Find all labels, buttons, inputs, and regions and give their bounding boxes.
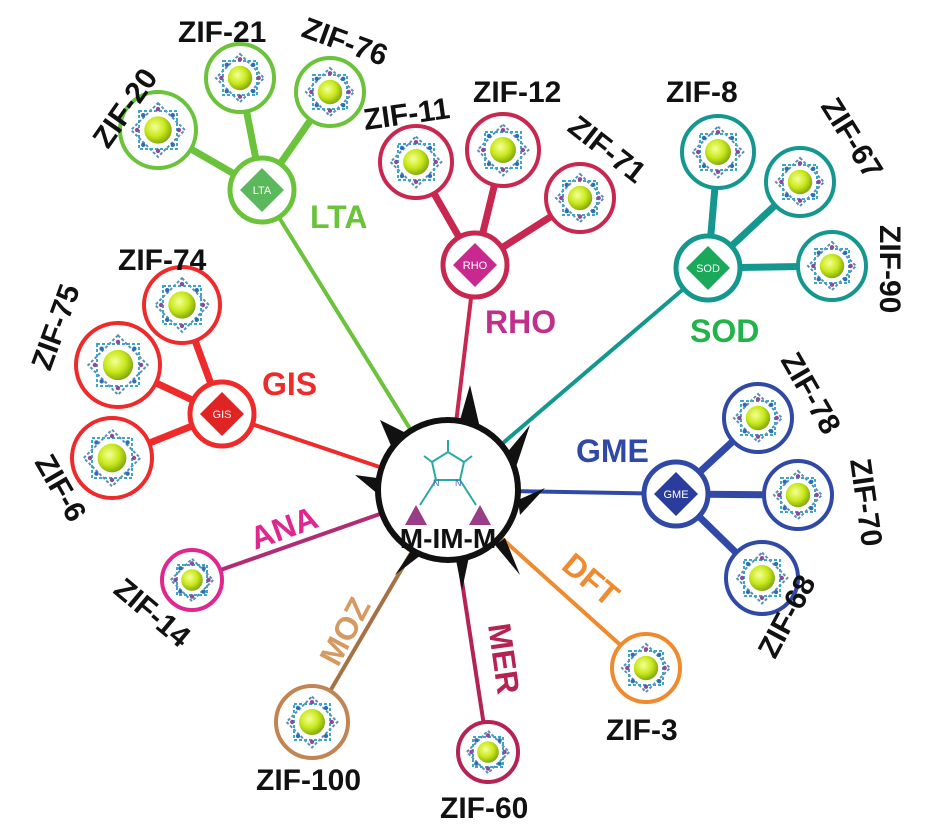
topology-label-gis: GIS — [262, 366, 317, 402]
zif-structure-zif-78 — [722, 382, 794, 454]
topology-label-dft: DFT — [556, 546, 627, 614]
central-hub: N N M-IM-M — [375, 417, 521, 563]
zif-structure-zif-3 — [610, 632, 682, 704]
zif-structure-zif-90 — [796, 230, 868, 302]
topology-label-rho: RHO — [485, 304, 556, 340]
zif-structure-zif-71 — [544, 162, 616, 234]
metal-triangle-right — [469, 505, 491, 525]
zif-structure-zif-100 — [274, 684, 350, 760]
zif-structure-zif-76 — [294, 56, 366, 128]
topology-node-rho: RHO — [440, 230, 510, 300]
zif-structure-nodes — [70, 42, 868, 784]
zif-structure-zif-14 — [160, 548, 224, 612]
topology-label-lta: LTA — [310, 199, 367, 235]
zif-structure-zif-12 — [465, 112, 541, 188]
zif-structure-zif-11 — [378, 124, 454, 200]
zif-structure-zif-60 — [456, 720, 520, 784]
zif-structure-zif-67 — [764, 146, 836, 218]
topology-label-moz: MOZ — [312, 592, 377, 672]
topology-label-gme: GME — [576, 433, 649, 469]
topology-node-sod: SOD — [673, 233, 743, 303]
svg-text:RHO: RHO — [463, 260, 488, 272]
zif-structure-zif-8 — [680, 114, 756, 190]
svg-text:LTA: LTA — [253, 185, 272, 197]
topology-node-lta: LTA — [227, 155, 297, 225]
zif-label-zif-100: ZIF-100 — [256, 764, 361, 797]
topology-label-sod: SOD — [690, 313, 759, 349]
zif-structure-zif-74 — [142, 265, 222, 345]
zif-structure-zif-75 — [74, 321, 162, 409]
svg-text:N: N — [433, 478, 440, 488]
svg-text:N: N — [455, 478, 462, 488]
zif-label-zif-3: ZIF-3 — [606, 714, 678, 747]
topology-node-gme: GME — [641, 459, 711, 529]
svg-text:GME: GME — [663, 489, 688, 501]
zif-label-zif-70: ZIF-70 — [843, 456, 888, 548]
zif-structure-zif-70 — [762, 459, 834, 531]
svg-text:GIS: GIS — [213, 409, 232, 421]
zif-label-zif-21: ZIF-21 — [178, 16, 266, 49]
svg-text:SOD: SOD — [696, 263, 720, 275]
zif-label-zif-74: ZIF-74 — [118, 244, 207, 277]
zif-structure-zif-68 — [724, 540, 800, 616]
imidazolate-icon — [419, 440, 477, 506]
zif-structure-zif-20 — [118, 90, 198, 170]
topology-label-mer: MER — [481, 621, 527, 696]
zif-structure-zif-6 — [70, 416, 154, 500]
zif-label-zif-11: ZIF-11 — [361, 92, 451, 137]
zif-structure-zif-21 — [204, 42, 276, 114]
zif-label-zif-8: ZIF-8 — [666, 76, 738, 109]
zif-label-zif-60: ZIF-60 — [440, 792, 528, 825]
zif-label-zif-12: ZIF-12 — [473, 76, 561, 109]
topology-node-gis: GIS — [187, 379, 257, 449]
zif-label-zif-90: ZIF-90 — [873, 225, 906, 313]
hub-label: M-IM-M — [400, 523, 496, 554]
metal-triangle-left — [405, 505, 427, 525]
